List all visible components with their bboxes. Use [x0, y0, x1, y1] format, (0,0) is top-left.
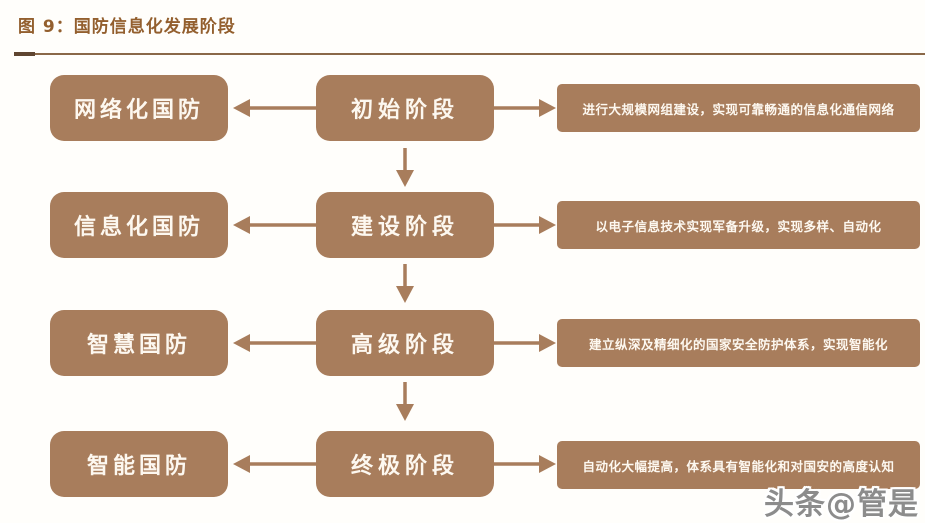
header-divider	[14, 52, 925, 56]
stage-description-box: 建立纵深及精细化的国家安全防护体系，实现智能化	[557, 319, 920, 367]
arrow-right-icon	[494, 99, 556, 117]
defense-type-box: 网络化国防	[50, 75, 228, 141]
arrow-left-icon	[233, 99, 316, 117]
arrow-left-icon	[233, 455, 316, 473]
arrow-down-icon	[396, 264, 414, 303]
stage-description-box: 自动化大幅提高，体系具有智能化和对国安的高度认知	[557, 441, 920, 489]
defense-type-box: 智能国防	[50, 431, 228, 497]
stage-box: 建设阶段	[316, 192, 494, 258]
arrow-right-icon	[494, 455, 556, 473]
arrow-right-icon	[494, 216, 556, 234]
arrow-down-icon	[396, 382, 414, 421]
arrow-left-icon	[233, 216, 316, 234]
arrow-right-icon	[494, 334, 556, 352]
watermark: 头条@管是	[764, 487, 919, 522]
defense-type-box: 信息化国防	[50, 192, 228, 258]
divider-tick	[14, 52, 35, 56]
arrow-down-icon	[396, 148, 414, 187]
stage-description-box: 以电子信息技术实现军备升级，实现多样、自动化	[557, 201, 920, 249]
figure-title: 图 9：国防信息化发展阶段	[18, 17, 236, 37]
stage-box: 终极阶段	[316, 431, 494, 497]
arrow-left-icon	[233, 334, 316, 352]
stage-box: 高级阶段	[316, 310, 494, 376]
stage-description-box: 进行大规模网组建设，实现可靠畅通的信息化通信网络	[557, 84, 920, 132]
defense-type-box: 智慧国防	[50, 310, 228, 376]
stage-box: 初始阶段	[316, 75, 494, 141]
